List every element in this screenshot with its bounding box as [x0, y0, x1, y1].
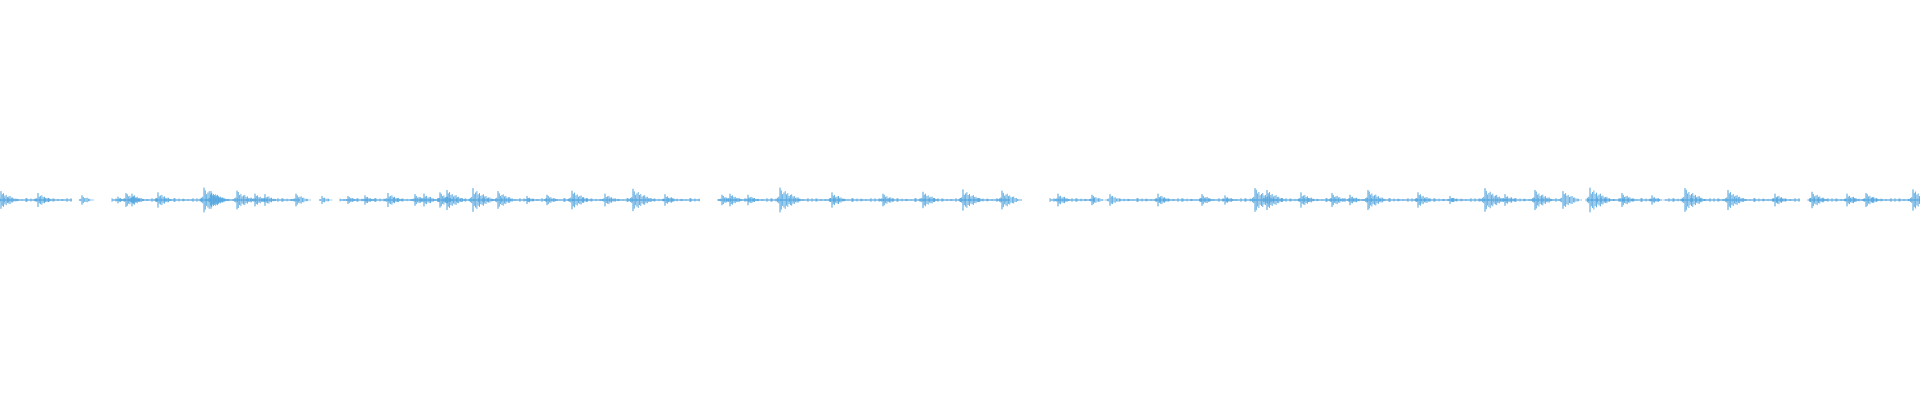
waveform-layer: [0, 187, 1920, 213]
